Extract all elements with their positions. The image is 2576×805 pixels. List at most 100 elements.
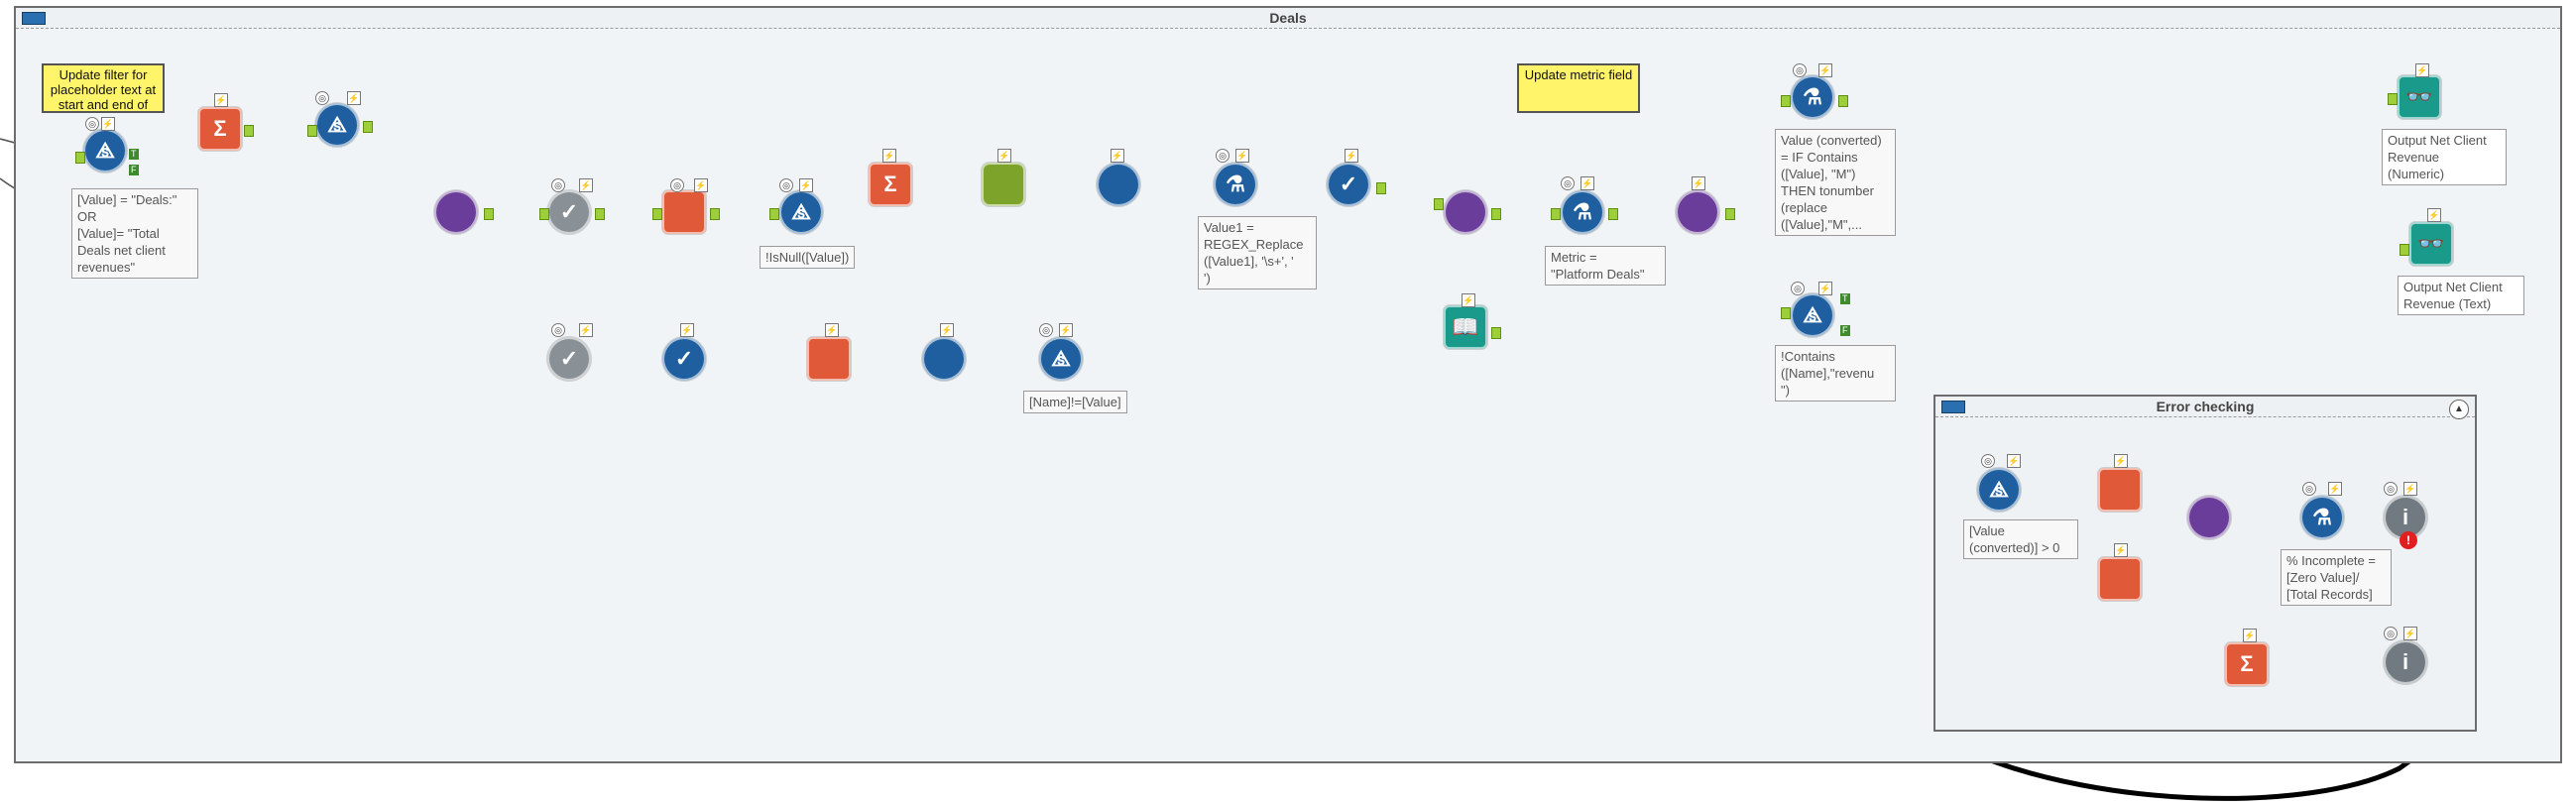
select-tool-4[interactable]: ✓ (662, 337, 706, 381)
sum-icon: Σ (883, 172, 897, 196)
filter-tool-isnull[interactable]: ⧌ (779, 190, 823, 234)
lightning-icon: ⚡ (2114, 454, 2128, 468)
error-checking-title: Error checking (2156, 399, 2255, 414)
lightning-icon: ⚡ (2007, 454, 2021, 468)
check-icon: ✓ (674, 346, 694, 371)
comment-update-metric[interactable]: Update metric field (1517, 63, 1640, 113)
summarize-tool-1[interactable]: Σ (198, 107, 242, 151)
output-anchor[interactable] (1838, 95, 1848, 107)
lightning-icon: ⚡ (347, 91, 361, 105)
error-checking-titlebar[interactable]: Error checking ▲ (1935, 397, 2475, 419)
append-tool[interactable]: ⧌ (315, 103, 359, 147)
formula-tool-pct[interactable]: ⚗ (2300, 496, 2344, 539)
select-tool-2[interactable]: ✓ (1327, 163, 1370, 206)
cache-icon: ◎ (551, 178, 565, 192)
output-label-text: Output Net Client Revenue (Text) (2398, 276, 2524, 315)
output-tool-text[interactable]: 👓 (2409, 222, 2453, 266)
check-icon: ✓ (559, 346, 579, 371)
cache-icon: ◎ (1793, 63, 1807, 77)
annotation-isnull-filter: !IsNull([Value]) (760, 246, 856, 269)
formula-tool-metric[interactable]: ⚗ (1561, 190, 1604, 234)
select-tool-3[interactable]: ✓ (547, 337, 591, 381)
crosstab-tool[interactable] (982, 163, 1025, 206)
union-tool-2[interactable] (1444, 190, 1487, 234)
input-anchor[interactable] (652, 208, 662, 220)
input-anchor[interactable] (75, 152, 85, 164)
union-tool-3[interactable] (1676, 190, 1719, 234)
output-anchor[interactable] (1491, 327, 1501, 339)
comment-update-filter[interactable]: Update filter for placeholder text at st… (42, 63, 165, 113)
check-icon: ✓ (559, 199, 579, 224)
lightning-icon: ⚡ (997, 149, 1011, 163)
text-input-tool[interactable]: 📖 (1444, 305, 1487, 349)
multi-row-tool-2[interactable] (922, 337, 966, 381)
select-tool-1[interactable]: ✓ (547, 190, 591, 234)
input-anchor[interactable] (2400, 244, 2409, 256)
join-multiple-tool[interactable] (2187, 496, 2231, 539)
message-tool-2[interactable]: i (2384, 640, 2427, 684)
lightning-icon: ⚡ (214, 93, 228, 107)
summarize-tool-3[interactable]: Σ (2225, 642, 2269, 686)
false-anchor[interactable]: F (129, 165, 139, 175)
output-anchor[interactable] (1376, 182, 1386, 194)
filter-tool-contains[interactable]: ⧌ (1791, 293, 1834, 337)
input-anchor[interactable] (1781, 95, 1791, 107)
output-anchor[interactable] (244, 125, 254, 137)
cache-icon: ◎ (85, 117, 99, 131)
error-icon: ! (2400, 531, 2417, 549)
output-anchor[interactable] (1725, 208, 1735, 220)
lightning-icon: ⚡ (694, 178, 708, 192)
input-anchor[interactable] (1781, 307, 1791, 319)
filter-tool-name[interactable]: ⧌ (1039, 337, 1083, 381)
annotation-metric-formula: Metric = "Platform Deals" (1545, 246, 1666, 286)
annotation-contains-filter: !Contains ([Name],"revenu ") (1775, 345, 1896, 402)
output-anchor[interactable] (710, 208, 720, 220)
filter-tool-1[interactable]: ⧌ (83, 129, 127, 172)
input-anchor[interactable] (307, 125, 317, 137)
input-anchor[interactable] (769, 208, 779, 220)
transpose-tool-2[interactable] (807, 337, 851, 381)
lightning-icon: ⚡ (2114, 543, 2128, 557)
output-anchor[interactable] (363, 121, 373, 133)
formula-tool-regex[interactable]: ⚗ (1214, 163, 1257, 206)
cache-icon: ◎ (1561, 176, 1575, 190)
false-anchor[interactable]: F (1840, 325, 1850, 336)
count-tool-2[interactable] (2098, 557, 2142, 601)
transpose-tool-1[interactable] (662, 190, 706, 234)
lightning-icon: ⚡ (2243, 629, 2257, 642)
filter-tool-error[interactable]: ⧌ (1977, 468, 2021, 512)
multi-row-tool[interactable] (1097, 163, 1140, 206)
summarize-tool-2[interactable]: Σ (869, 163, 912, 206)
deals-container-titlebar[interactable]: Deals (16, 8, 2560, 29)
binoculars-icon: 👓 (2417, 231, 2445, 256)
output-tool-numeric[interactable]: 👓 (2398, 75, 2441, 119)
check-icon: ✓ (1339, 172, 1358, 196)
output-anchor[interactable] (595, 208, 605, 220)
flask-icon: ⚗ (1573, 199, 1592, 224)
collapse-button[interactable]: ▲ (2449, 400, 2469, 419)
lightning-icon: ⚡ (1111, 149, 1124, 163)
output-label-numeric: Output Net Client Revenue (Numeric) (2382, 129, 2507, 185)
container-icon (22, 12, 46, 25)
true-anchor[interactable]: T (129, 149, 139, 160)
cache-icon: ◎ (2384, 482, 2398, 496)
lightning-icon: ⚡ (680, 323, 694, 337)
filter-icon: ⧌ (1803, 302, 1822, 327)
count-tool-1[interactable] (2098, 468, 2142, 512)
input-anchor[interactable] (1434, 198, 1444, 210)
output-anchor[interactable] (1608, 208, 1618, 220)
output-anchor[interactable] (1491, 208, 1501, 220)
input-anchor[interactable] (539, 208, 549, 220)
lightning-icon: ⚡ (940, 323, 954, 337)
formula-tool-value-converted[interactable]: ⚗ (1791, 75, 1834, 119)
output-anchor[interactable] (484, 208, 494, 220)
info-icon: i (2401, 505, 2409, 529)
union-tool-1[interactable] (434, 190, 478, 234)
cache-icon: ◎ (779, 178, 793, 192)
binoculars-icon: 👓 (2405, 84, 2433, 109)
input-anchor[interactable] (2388, 93, 2398, 105)
input-anchor[interactable] (1551, 208, 1561, 220)
true-anchor[interactable]: T (1840, 293, 1850, 304)
lightning-icon: ⚡ (1059, 323, 1073, 337)
